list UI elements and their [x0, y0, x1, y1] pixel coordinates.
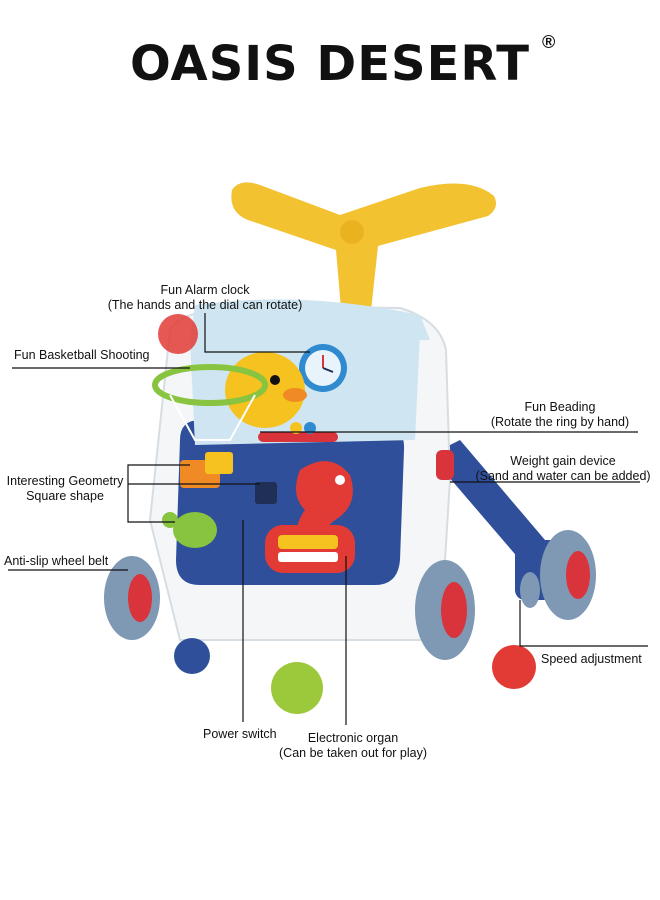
- callout-weight-gain-detail: (Sand and water can be added): [475, 469, 651, 483]
- callout-basketball-title: Fun Basketball Shooting: [14, 348, 150, 362]
- callout-wheel-belt: Anti-slip wheel belt: [4, 554, 108, 569]
- callout-alarm-clock-title: Fun Alarm clock: [160, 283, 250, 297]
- beading-bar: [258, 422, 338, 442]
- walker-handle: [231, 182, 497, 320]
- callout-beading-detail: (Rotate the ring by hand): [490, 415, 630, 429]
- toy-balls: [158, 314, 536, 714]
- callout-speed-title: Speed adjustment: [541, 652, 642, 666]
- callout-basketball: Fun Basketball Shooting: [14, 348, 150, 363]
- callout-geometry-title: Interesting Geometry: [6, 474, 124, 488]
- callout-organ-detail: (Can be taken out for play): [279, 746, 427, 760]
- turtle-toy: [162, 512, 217, 548]
- callout-power-title: Power switch: [203, 727, 277, 741]
- callout-beading-title: Fun Beading: [524, 400, 596, 414]
- electronic-organ-toy: [265, 525, 355, 573]
- brand-logo-text: OASIS DESERT: [130, 36, 530, 92]
- callout-alarm-clock: Fun Alarm clock (The hands and the dial …: [100, 283, 310, 313]
- registered-mark: ®: [542, 32, 556, 52]
- alarm-clock-toy: [299, 344, 347, 392]
- callout-geometry: Interesting Geometry Square shape: [0, 474, 130, 504]
- geometry-blocks: [180, 452, 277, 504]
- brand-header: OASIS DESERT ®: [0, 32, 660, 92]
- callout-organ-title: Electronic organ: [307, 731, 399, 745]
- callout-lines: [8, 313, 648, 725]
- callout-speed: Speed adjustment: [541, 652, 642, 667]
- wheels: [104, 530, 596, 660]
- duck-basketball-hoop: [152, 352, 307, 441]
- callout-organ: Electronic organ (Can be taken out for p…: [268, 731, 438, 761]
- callout-power: Power switch: [203, 727, 277, 742]
- callout-beading: Fun Beading (Rotate the ring by hand): [480, 400, 640, 430]
- callout-weight-gain: Weight gain device (Sand and water can b…: [468, 454, 658, 484]
- callout-geometry-detail: Square shape: [26, 489, 104, 503]
- callout-alarm-clock-detail: (The hands and the dial can rotate): [107, 298, 303, 312]
- weight-gain-cap: [436, 450, 454, 480]
- callout-weight-gain-title: Weight gain device: [510, 454, 616, 468]
- callout-wheel-belt-title: Anti-slip wheel belt: [4, 554, 109, 568]
